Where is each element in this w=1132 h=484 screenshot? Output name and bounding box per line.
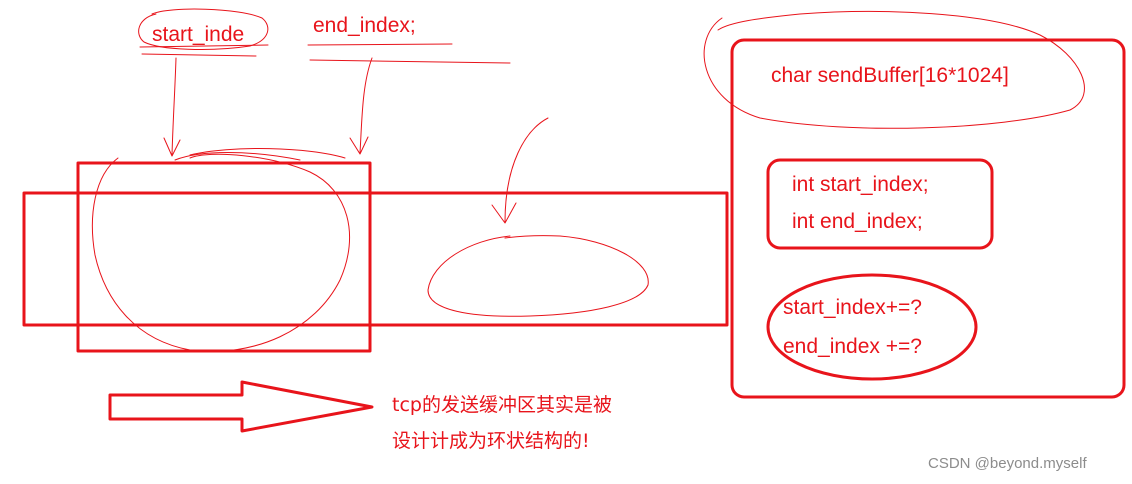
window-box [76, 161, 372, 353]
note-line-2: 设计计成为环状结构的! [392, 430, 590, 452]
int-end-index: int end_index; [792, 210, 923, 233]
start-arrow [163, 57, 181, 157]
end-index-increment: end_index +=? [783, 335, 922, 358]
start-index-increment: start_index+=? [783, 296, 922, 319]
struct-panel [730, 38, 1126, 399]
window-scribble-top [189, 148, 346, 159]
end-arrow [349, 57, 373, 155]
hollow-arrow [108, 380, 374, 433]
start-label-underline [139, 44, 269, 57]
watermark: CSDN @beyond.myself [928, 455, 1087, 472]
window-scribble [91, 152, 351, 352]
start-label-circle [138, 8, 269, 50]
wrap-arrow [491, 117, 549, 224]
end-index-label: end_index; [313, 14, 416, 37]
increment-ellipse [766, 273, 978, 381]
note-line-1: tcp的发送缓冲区其实是被 [392, 394, 612, 416]
int-fields-box [766, 158, 994, 250]
send-buffer-declaration: char sendBuffer[16*1024] [771, 64, 1009, 87]
start-index-label: start_inde [152, 23, 245, 46]
wrap-ellipse [427, 235, 649, 317]
decl-scribble [703, 11, 1085, 129]
buffer-strip [22, 191, 729, 327]
end-label-underline [307, 43, 511, 64]
int-start-index: int start_index; [792, 173, 929, 196]
